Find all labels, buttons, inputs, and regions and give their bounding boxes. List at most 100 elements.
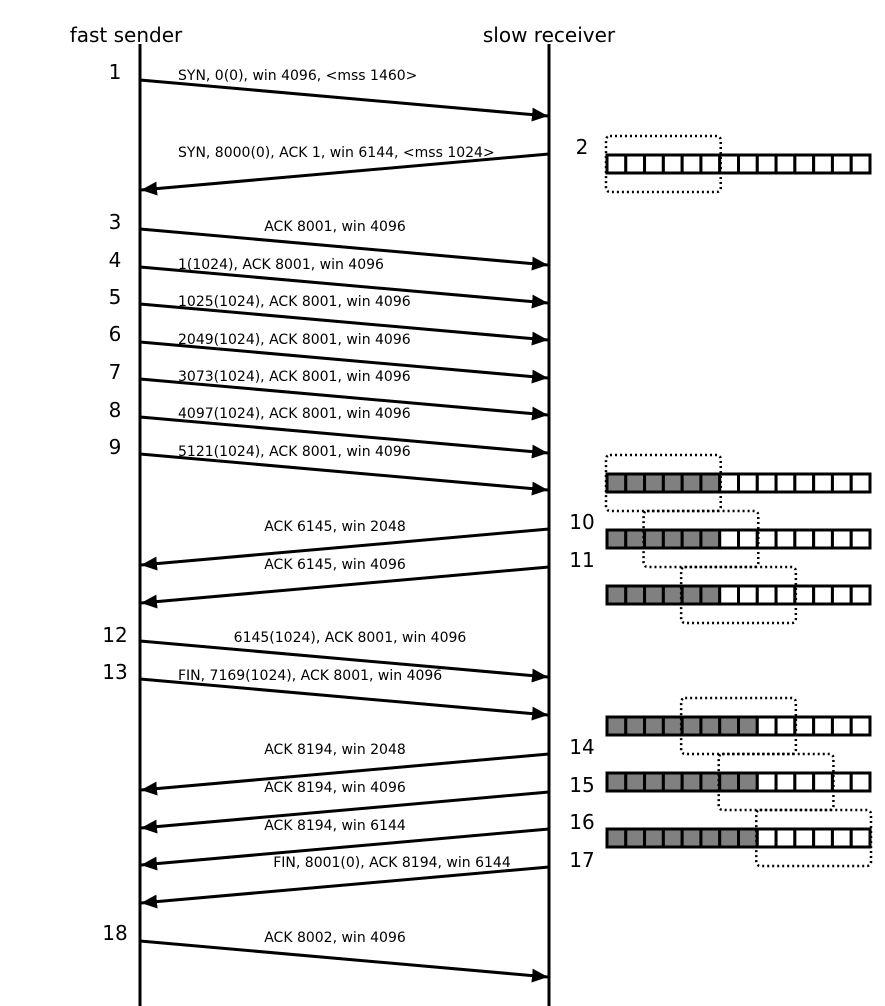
buffer-cell-filled	[661, 771, 684, 793]
buffer-cell-empty	[793, 771, 816, 793]
buffer-cell-filled	[699, 472, 722, 494]
message-label: FIN, 8001(0), ACK 8194, win 6144	[273, 855, 511, 871]
message-arrow	[140, 527, 550, 571]
buffer-cell-filled	[680, 528, 703, 550]
buffer-cell-filled	[605, 771, 628, 793]
step-number: 8	[109, 398, 122, 422]
buffer-snapshot-10	[605, 509, 872, 569]
buffer-cell-empty	[699, 153, 722, 175]
message-label: 3073(1024), ACK 8001, win 4096	[178, 369, 411, 385]
buffer-cell-filled	[718, 827, 741, 849]
message-arrow	[139, 939, 549, 983]
sender-header: fast sender	[70, 23, 183, 47]
buffer-cell-empty	[830, 528, 853, 550]
message-arrow	[139, 452, 549, 496]
receiver-header: slow receiver	[483, 23, 616, 47]
message-17: FIN, 8001(0), ACK 8194, win 6144 17	[140, 848, 595, 909]
step-number: 1	[109, 60, 122, 84]
buffer-cell-filled	[737, 827, 759, 849]
message-7: 3073(1024), ACK 8001, win 4096 7	[109, 360, 549, 421]
step-number: 18	[102, 921, 127, 945]
message-label: ACK 8001, win 4096	[264, 219, 406, 235]
step-number: 10	[569, 510, 594, 534]
buffer-cell-empty	[793, 584, 816, 606]
buffer-cell-filled	[624, 472, 647, 494]
buffer-cell-empty	[830, 715, 853, 737]
buffer-cell-empty	[812, 153, 834, 175]
step-number: 14	[569, 735, 594, 759]
buffer-cell-empty	[643, 153, 665, 175]
buffer-cell-empty	[793, 715, 816, 737]
receive-window	[755, 808, 873, 868]
buffer-cell-filled	[624, 827, 647, 849]
receive-window	[679, 565, 798, 625]
buffer-cell-filled	[661, 715, 684, 737]
buffer-cell-empty	[774, 771, 797, 793]
buffer-cell-filled	[605, 715, 628, 737]
message-arrow	[139, 677, 549, 721]
buffer-cell-filled	[680, 472, 703, 494]
buffer-cell-filled	[605, 584, 628, 606]
buffer-cell-empty	[718, 584, 741, 606]
buffer-cell-empty	[774, 584, 797, 606]
buffer-cell-filled	[624, 715, 647, 737]
buffer-cell-empty	[755, 771, 778, 793]
buffer-cell-filled	[643, 472, 665, 494]
message-1: SYN, 0(0), win 4096, <mss 1460>1	[109, 60, 549, 122]
buffer-cell-empty	[680, 153, 703, 175]
buffer-cell-empty	[812, 827, 834, 849]
message-label: ACK 8194, win 6144	[264, 818, 406, 834]
buffer-cell-empty	[849, 472, 872, 494]
message-label: ACK 8002, win 4096	[264, 930, 406, 946]
step-number: 7	[109, 360, 122, 384]
buffer-cell-empty	[830, 153, 853, 175]
message-18: ACK 8002, win 4096 18	[102, 921, 549, 983]
buffer-cell-empty	[755, 827, 778, 849]
buffer-cell-filled	[643, 771, 665, 793]
step-number: 4	[109, 248, 122, 272]
message-label: ACK 8194, win 4096	[264, 780, 406, 796]
buffer-snapshot-15	[605, 752, 872, 812]
buffer-cell-filled	[661, 528, 684, 550]
buffer-cell-empty	[793, 528, 816, 550]
buffer-cell-empty	[849, 771, 872, 793]
buffer-cell-empty	[774, 715, 797, 737]
buffer-cell-filled	[680, 715, 703, 737]
message-arrow	[139, 227, 549, 271]
message-arrow	[139, 415, 549, 459]
buffer-cell-filled	[624, 584, 647, 606]
buffer-cell-empty	[849, 584, 872, 606]
buffer-cell-empty	[755, 584, 778, 606]
buffer-cell-filled	[624, 771, 647, 793]
buffer-cell-empty	[812, 715, 834, 737]
buffer-cell-filled	[680, 827, 703, 849]
receive-window	[604, 134, 722, 194]
buffer-cell-filled	[699, 771, 722, 793]
message-arrow	[140, 752, 550, 796]
buffer-cell-filled	[699, 827, 722, 849]
buffer-cell-filled	[661, 584, 684, 606]
message-arrow	[139, 302, 549, 346]
buffer-cell-empty	[755, 153, 778, 175]
buffer-cell-empty	[774, 153, 797, 175]
buffer-cell-empty	[830, 472, 853, 494]
message-15: ACK 8194, win 4096 15	[140, 773, 595, 834]
message-arrow	[139, 377, 549, 421]
step-number: 17	[569, 848, 594, 872]
step-number: 15	[569, 773, 594, 797]
message-label: 6145(1024), ACK 8001, win 4096	[234, 630, 467, 646]
buffer-cell-empty	[812, 584, 834, 606]
message-label: 1025(1024), ACK 8001, win 4096	[178, 294, 411, 310]
buffer-cell-empty	[624, 153, 647, 175]
buffer-cell-empty	[793, 472, 816, 494]
buffer-cell-filled	[643, 528, 665, 550]
message-2: SYN, 8000(0), ACK 1, win 6144, <mss 1024…	[140, 135, 588, 196]
buffer-cell-filled	[661, 827, 684, 849]
